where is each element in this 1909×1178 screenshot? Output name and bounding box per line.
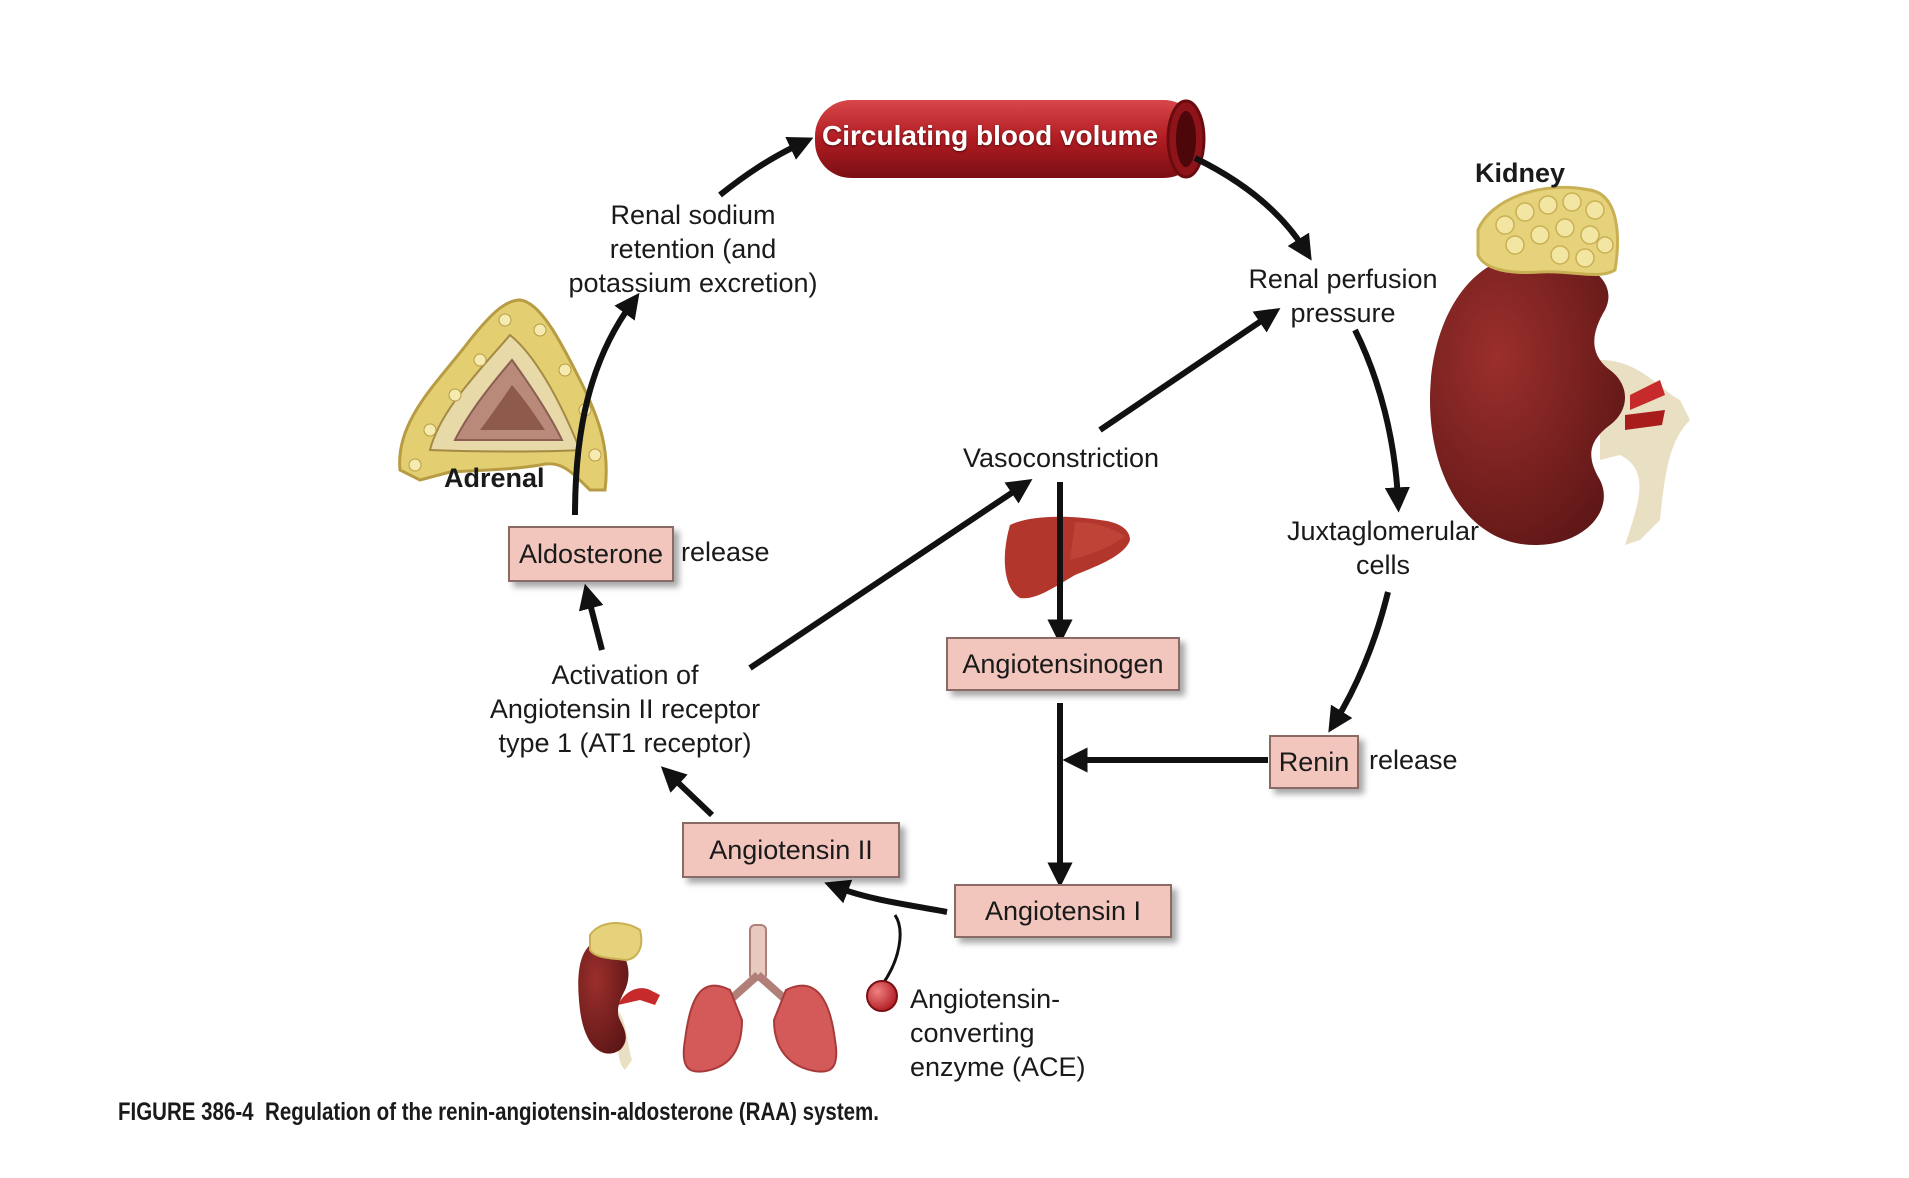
- angiotensin-ii-box: Angiotensin II: [682, 822, 900, 878]
- small-kidney-illustration: [578, 922, 660, 1070]
- kidney-illustration: [1430, 185, 1690, 545]
- angiotensin-i-box: Angiotensin I: [954, 884, 1172, 938]
- ace-line-3: enzyme (ACE): [910, 1052, 1086, 1082]
- renal-sodium-line-1: Renal sodium: [610, 200, 776, 230]
- liver-illustration: [1004, 516, 1130, 599]
- adrenal-label: Adrenal: [444, 463, 545, 493]
- figure-caption: FIGURE 386-4 Regulation of the renin-angi…: [118, 1098, 879, 1127]
- aldosterone-box: Aldosterone: [508, 526, 674, 582]
- renal-perfusion-line-2: pressure: [1290, 298, 1396, 328]
- figure-caption-text: Regulation of the renin-angiotensin-aldo…: [265, 1098, 879, 1126]
- vasoconstriction-label: Vasoconstriction: [962, 443, 1160, 473]
- angiotensinogen-box: Angiotensinogen: [946, 637, 1180, 691]
- renin-release-label: release: [1369, 745, 1458, 775]
- adrenal-illustration: [398, 298, 608, 492]
- arrow-aldosterone-to-sodium: [572, 292, 640, 516]
- aldosterone-release-label: release: [681, 537, 770, 567]
- renal-sodium-line-2: retention (and: [609, 234, 777, 264]
- renal-perfusion-line-1: Renal perfusion: [1248, 264, 1438, 294]
- arrow-angiotensin-i-to-ii: [824, 879, 948, 915]
- lungs-illustration: [682, 924, 838, 1073]
- at1-line-2: Angiotensin II receptor: [489, 694, 761, 724]
- arrow-vasoconstriction-to-perfusion: [1098, 307, 1281, 433]
- arrow-at1-to-aldosterone: [578, 583, 605, 651]
- circulating-blood-volume-label: Circulating blood volume: [822, 120, 1159, 151]
- figure-number: FIGURE 386-4: [118, 1098, 254, 1126]
- ace-indicator: [866, 914, 902, 1012]
- at1-line-1: Activation of: [551, 660, 699, 690]
- at1-line-3: type 1 (AT1 receptor): [498, 728, 752, 758]
- arrow-sodium-to-blood: [718, 136, 814, 198]
- ace-line-1: Angiotensin-: [910, 984, 1061, 1014]
- renal-sodium-label: Renal sodium retention (and potassium ex…: [553, 198, 833, 300]
- ace-line-2: converting: [910, 1018, 1035, 1048]
- juxtaglomerular-line-2: cells: [1355, 550, 1410, 580]
- arrow-blood-to-perfusion: [1193, 155, 1312, 261]
- renal-sodium-line-3: potassium excretion): [568, 268, 818, 298]
- juxtaglomerular-cells-label: Juxtaglomerular cells: [1278, 514, 1488, 582]
- renin-box: Renin: [1269, 735, 1359, 789]
- arrow-jg-to-renin: [1328, 591, 1391, 733]
- renal-perfusion-pressure-label: Renal perfusion pressure: [1243, 262, 1443, 330]
- arrow-angiotensin-ii-to-at1: [660, 766, 715, 818]
- ace-label: Angiotensin- converting enzyme (ACE): [910, 982, 1086, 1084]
- arrow-perfusion-to-jg: [1352, 328, 1410, 513]
- at1-activation-label: Activation of Angiotensin II receptor ty…: [475, 658, 775, 760]
- juxtaglomerular-line-1: Juxtaglomerular: [1286, 516, 1480, 546]
- arrow-at1-to-vasoconstriction: [748, 478, 1033, 671]
- kidney-label: Kidney: [1475, 158, 1566, 188]
